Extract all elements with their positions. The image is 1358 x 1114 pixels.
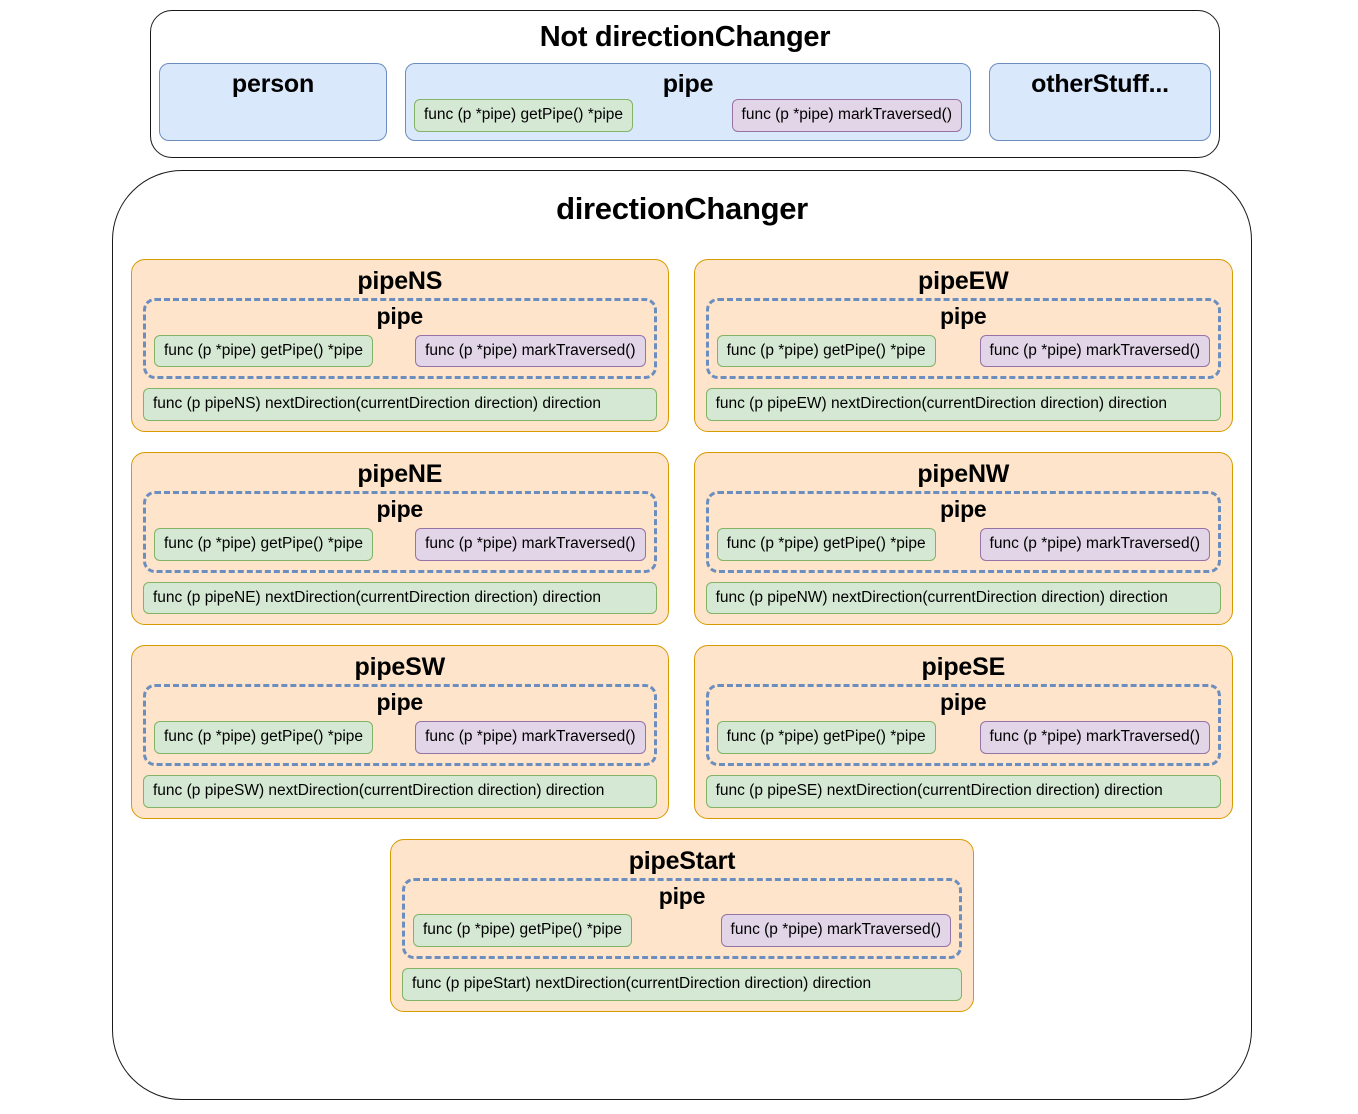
struct-title-other-stuff: otherStuff... <box>1031 70 1169 98</box>
pipe-type-box-pipene[interactable]: pipeNE pipe func (p *pipe) getPipe() *pi… <box>131 452 669 626</box>
not-direction-changer-struct-row: person pipe func (p *pipe) getPipe() *pi… <box>151 63 1219 141</box>
embedded-pipe-title-pipene: pipe <box>376 496 424 523</box>
embedded-method-row-pipenw: func (p *pipe) getPipe() *pipe func (p *… <box>716 527 1210 561</box>
pipe-type-box-pipesw[interactable]: pipeSW pipe func (p *pipe) getPipe() *pi… <box>131 645 669 819</box>
method-chip-getpipe[interactable]: func (p *pipe) getPipe() *pipe <box>413 914 633 948</box>
pipe-type-title-pipese: pipeSE <box>921 653 1006 682</box>
pipe-type-title-pipenw: pipeNW <box>917 460 1010 489</box>
embedded-pipe-title-pipeew: pipe <box>940 303 987 329</box>
direction-changer-title: directionChanger <box>556 191 808 226</box>
not-direction-changer-title: Not directionChanger <box>539 21 831 53</box>
direction-changer-container: directionChanger pipeNS pipe func (p *pi… <box>112 170 1252 1100</box>
pipe-type-title-pipeew: pipeEW <box>918 267 1009 295</box>
embedded-pipe-title-pipens: pipe <box>376 303 424 329</box>
method-chip-marktraversed[interactable]: func (p *pipe) markTraversed() <box>415 334 646 368</box>
embedded-pipe-box-pipestart: pipe func (p *pipe) getPipe() *pipe func… <box>402 877 962 960</box>
struct-box-pipe[interactable]: pipe func (p *pipe) getPipe() *pipe func… <box>405 63 971 141</box>
embedded-pipe-title-pipenw: pipe <box>940 496 987 523</box>
pipe-grid-row-3: pipeSW pipe func (p *pipe) getPipe() *pi… <box>131 645 1233 819</box>
embedded-pipe-box-pipesw: pipe func (p *pipe) getPipe() *pipe func… <box>143 684 657 766</box>
embedded-method-row-pipesw: func (p *pipe) getPipe() *pipe func (p *… <box>154 721 646 754</box>
method-chip-getpipe[interactable]: func (p *pipe) getPipe() *pipe <box>414 99 634 132</box>
embedded-pipe-box-pipese: pipe func (p *pipe) getPipe() *pipe func… <box>705 684 1221 766</box>
pipe-type-title-pipens: pipeNS <box>357 267 443 295</box>
method-chip-nextdirection-pipenw[interactable]: func (p pipeNW) nextDirection(currentDir… <box>705 581 1221 615</box>
embedded-method-row-pipeew: func (p *pipe) getPipe() *pipe func (p *… <box>716 334 1210 368</box>
method-chip-marktraversed[interactable]: func (p *pipe) markTraversed() <box>979 527 1210 561</box>
struct-title-pipe: pipe <box>662 70 714 98</box>
struct-title-person: person <box>231 70 315 98</box>
pipe-type-title-pipene: pipeNE <box>357 460 443 489</box>
pipe-type-box-pipese[interactable]: pipeSE pipe func (p *pipe) getPipe() *pi… <box>693 645 1233 819</box>
embedded-method-row-pipens: func (p *pipe) getPipe() *pipe func (p *… <box>154 334 646 368</box>
embedded-pipe-title-pipestart: pipe <box>658 882 706 909</box>
method-chip-marktraversed[interactable]: func (p *pipe) markTraversed() <box>415 721 646 754</box>
embedded-pipe-box-pipene: pipe func (p *pipe) getPipe() *pipe func… <box>143 491 657 573</box>
method-chip-nextdirection-pipens[interactable]: func (p pipeNS) nextDirection(currentDir… <box>143 388 657 422</box>
method-chip-getpipe[interactable]: func (p *pipe) getPipe() *pipe <box>154 334 374 368</box>
method-chip-marktraversed[interactable]: func (p *pipe) markTraversed() <box>720 914 951 948</box>
embedded-pipe-box-pipens: pipe func (p *pipe) getPipe() *pipe func… <box>143 298 657 380</box>
embedded-pipe-title-pipese: pipe <box>940 689 987 716</box>
struct-box-person[interactable]: person <box>159 63 387 141</box>
method-chip-nextdirection-pipene[interactable]: func (p pipeNE) nextDirection(currentDir… <box>143 581 657 615</box>
method-chip-marktraversed[interactable]: func (p *pipe) markTraversed() <box>979 334 1210 368</box>
method-chip-nextdirection-pipesw[interactable]: func (p pipeSW) nextDirection(currentDir… <box>143 774 657 808</box>
pipe-grid-row-2: pipeNE pipe func (p *pipe) getPipe() *pi… <box>131 452 1233 626</box>
embedded-method-row-pipese: func (p *pipe) getPipe() *pipe func (p *… <box>716 721 1210 754</box>
method-chip-nextdirection-pipese[interactable]: func (p pipeSE) nextDirection(currentDir… <box>705 774 1221 808</box>
embedded-pipe-box-pipenw: pipe func (p *pipe) getPipe() *pipe func… <box>705 491 1221 573</box>
embedded-pipe-box-pipeew: pipe func (p *pipe) getPipe() *pipe func… <box>705 298 1221 380</box>
pipe-type-box-pipeew[interactable]: pipeEW pipe func (p *pipe) getPipe() *pi… <box>693 259 1233 433</box>
method-chip-marktraversed[interactable]: func (p *pipe) markTraversed() <box>979 721 1210 754</box>
method-chip-marktraversed[interactable]: func (p *pipe) markTraversed() <box>731 99 962 132</box>
method-chip-nextdirection-pipeew[interactable]: func (p pipeEW) nextDirection(currentDir… <box>705 388 1221 422</box>
pipe-grid-row-4: pipeStart pipe func (p *pipe) getPipe() … <box>131 838 1233 1012</box>
method-row-pipe: func (p *pipe) getPipe() *pipe func (p *… <box>414 99 962 132</box>
method-chip-getpipe[interactable]: func (p *pipe) getPipe() *pipe <box>716 721 936 754</box>
pipe-type-grid: pipeNS pipe func (p *pipe) getPipe() *pi… <box>113 259 1251 1032</box>
pipe-type-box-pipenw[interactable]: pipeNW pipe func (p *pipe) getPipe() *pi… <box>693 452 1233 626</box>
pipe-grid-row-1: pipeNS pipe func (p *pipe) getPipe() *pi… <box>131 259 1233 433</box>
embedded-method-row-pipestart: func (p *pipe) getPipe() *pipe func (p *… <box>413 914 951 948</box>
method-chip-nextdirection-pipestart[interactable]: func (p pipeStart) nextDirection(current… <box>402 968 962 1001</box>
method-chip-getpipe[interactable]: func (p *pipe) getPipe() *pipe <box>716 334 936 368</box>
not-direction-changer-container: Not directionChanger person pipe func (p… <box>150 10 1220 158</box>
pipe-type-title-pipestart: pipeStart <box>628 846 736 875</box>
method-chip-getpipe[interactable]: func (p *pipe) getPipe() *pipe <box>716 527 936 561</box>
struct-box-other-stuff[interactable]: otherStuff... <box>989 63 1211 141</box>
pipe-type-box-pipens[interactable]: pipeNS pipe func (p *pipe) getPipe() *pi… <box>131 259 669 433</box>
pipe-type-title-pipesw: pipeSW <box>354 653 446 682</box>
embedded-method-row-pipene: func (p *pipe) getPipe() *pipe func (p *… <box>154 527 646 561</box>
method-chip-getpipe[interactable]: func (p *pipe) getPipe() *pipe <box>154 527 374 561</box>
pipe-type-box-pipestart[interactable]: pipeStart pipe func (p *pipe) getPipe() … <box>390 838 974 1012</box>
embedded-pipe-title-pipesw: pipe <box>376 689 424 716</box>
method-chip-getpipe[interactable]: func (p *pipe) getPipe() *pipe <box>154 721 374 754</box>
method-chip-marktraversed[interactable]: func (p *pipe) markTraversed() <box>415 527 646 561</box>
